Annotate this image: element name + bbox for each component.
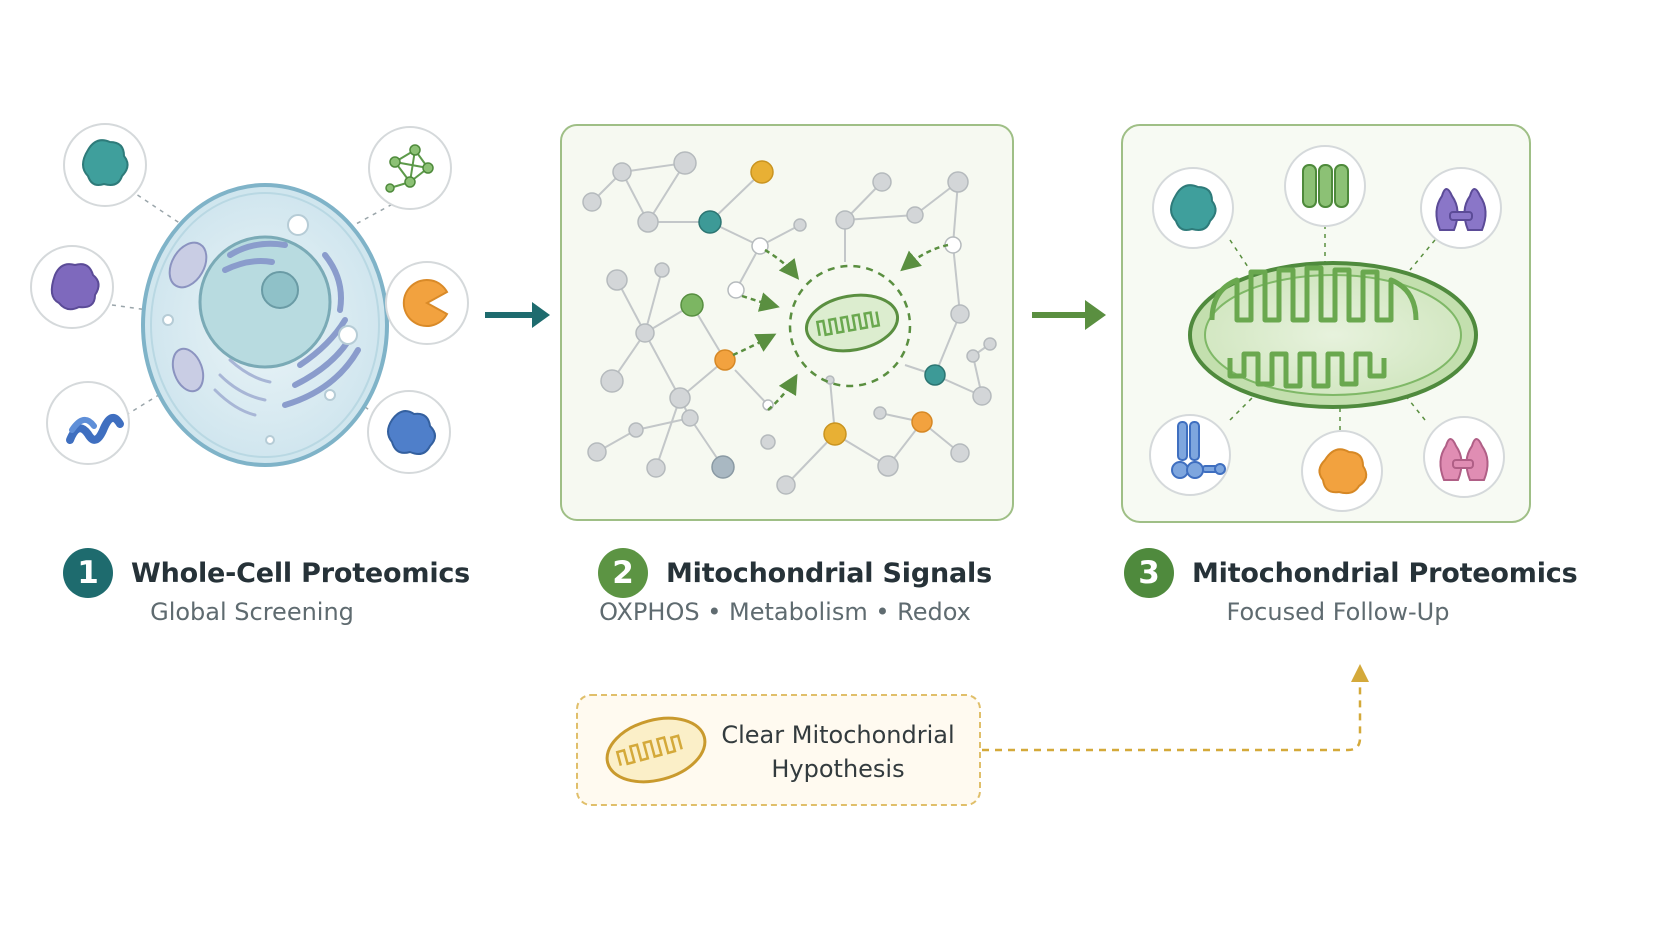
step-2-badge: 2 [598, 548, 648, 598]
step-1-subtitle: Global Screening [150, 598, 354, 626]
whole-cell-panel [30, 123, 469, 474]
hypothesis-box [576, 694, 981, 806]
mitochondrion-icon [788, 264, 912, 388]
step-1-title: Whole-Cell Proteomics [131, 557, 471, 589]
membrane-complex-icon [1149, 414, 1231, 496]
cell-icon [141, 183, 389, 467]
hypothesis-line-2: Hypothesis [771, 755, 905, 783]
step-3-title: Mitochondrial Proteomics [1192, 557, 1578, 589]
protein-orange-icon [1301, 430, 1383, 512]
helix-protein-icon [46, 381, 130, 465]
dimer-pink-icon [1423, 416, 1505, 498]
arrow-step2-to-step3 [1032, 300, 1106, 330]
dimer-purple-icon [1420, 167, 1502, 249]
step-3-subtitle: Focused Follow-Up [1226, 598, 1450, 626]
mitochondrion-large-icon [1188, 261, 1478, 409]
complex-green-icon [1284, 145, 1366, 227]
hypothesis-label: Clear Mitochondrial Hypothesis [721, 718, 954, 786]
arrow-step1-to-step2 [485, 302, 550, 328]
pacman-protein-icon [385, 261, 469, 345]
network-icon [368, 126, 452, 210]
protein-teal-icon [63, 123, 147, 207]
step-3-badge: 3 [1124, 548, 1174, 598]
step-2-header: 2 Mitochondrial Signals [598, 548, 992, 598]
step-3-header: 3 Mitochondrial Proteomics [1124, 548, 1578, 598]
step-1-header: 1 Whole-Cell Proteomics [63, 548, 470, 598]
step-2-subtitle: OXPHOS • Metabolism • Redox [599, 598, 971, 626]
protein-blue-icon [367, 390, 451, 474]
protein-teal-icon [1152, 167, 1234, 249]
mitochondrial-signals-panel [560, 124, 1014, 521]
hypothesis-connector [982, 664, 1369, 752]
protein-purple-icon [30, 245, 114, 329]
mitochondrial-proteomics-panel [1121, 124, 1531, 523]
step-1-badge: 1 [63, 548, 113, 598]
hypothesis-line-1: Clear Mitochondrial [721, 721, 955, 749]
mitochondrion-gold-icon [605, 716, 707, 784]
step-2-title: Mitochondrial Signals [666, 557, 992, 589]
protein-network-icon [582, 151, 997, 495]
